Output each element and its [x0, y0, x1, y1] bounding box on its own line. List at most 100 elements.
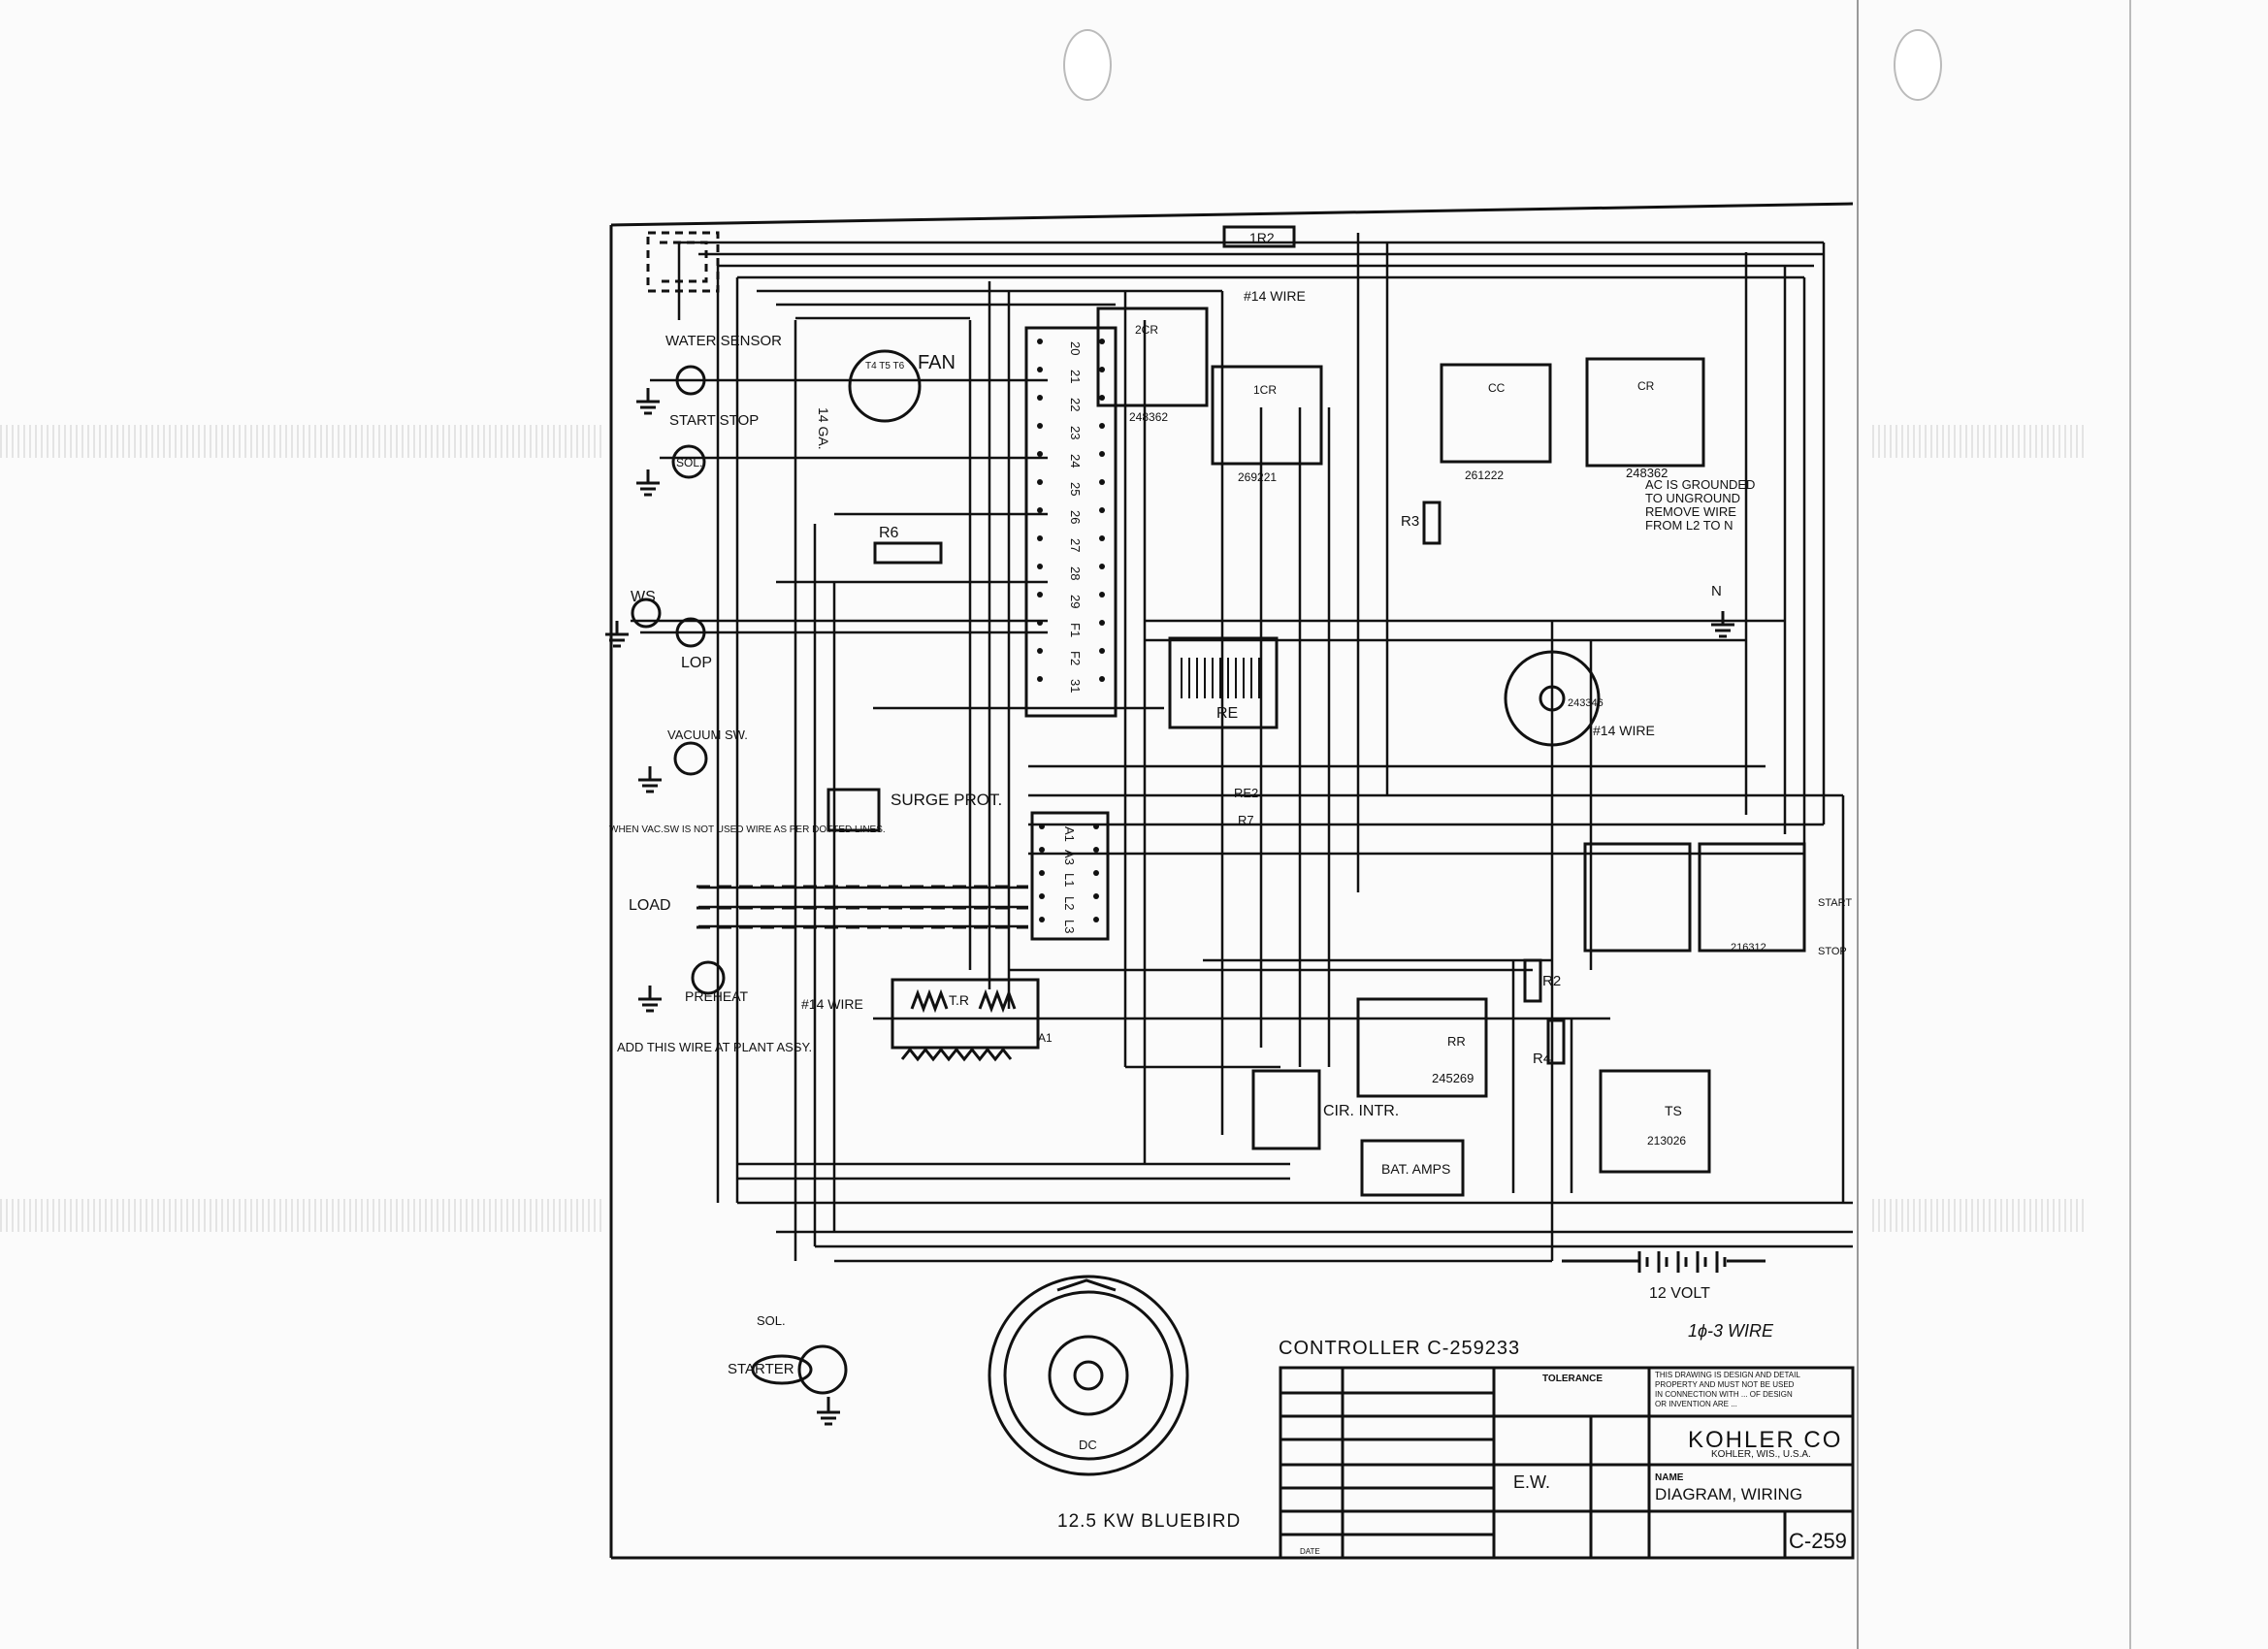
label-vac-note: WHEN VAC.SW IS NOT USED WIRE AS PER DOTT… — [609, 824, 886, 835]
label-n: N — [1711, 583, 1722, 599]
label-water-sensor: WATER SENSOR — [665, 333, 782, 349]
terminal-screw-right — [1093, 870, 1099, 876]
label-relay-1cr: 1CR — [1253, 383, 1277, 397]
notice-line3: IN CONNECTION WITH ... OF DESIGN — [1655, 1390, 1793, 1399]
terminal-22: 22 — [1068, 398, 1083, 411]
terminal-screw-right — [1099, 395, 1105, 401]
ac-note-line4: FROM L2 TO N — [1645, 518, 1733, 533]
terminal-screw-left — [1039, 824, 1045, 829]
terminal-27: 27 — [1068, 538, 1083, 552]
terminal-screw-left — [1037, 339, 1043, 344]
label-sol: SOL. — [676, 456, 702, 469]
controller-label: CONTROLLER C-259233 — [1279, 1338, 1520, 1359]
notice-line4: OR INVENTION ARE ... — [1655, 1400, 1737, 1408]
label-sol-small: SOL. — [757, 1313, 786, 1328]
notice-line1: THIS DRAWING IS DESIGN AND DETAIL — [1655, 1371, 1800, 1379]
label-part-216312: 216312 — [1731, 942, 1766, 954]
label-re2: RE2 — [1234, 786, 1258, 800]
ac-note-line1: AC IS GROUNDED — [1645, 477, 1755, 492]
scan-artifact-4 — [1872, 1199, 2086, 1232]
label-r3: R3 — [1401, 513, 1419, 530]
label-ac-note: AC IS GROUNDED TO UNGROUND REMOVE WIRE F… — [1645, 477, 1759, 533]
label-re: RE — [1216, 705, 1238, 722]
terminal-24: 24 — [1068, 454, 1083, 468]
tolerance-label: TOLERANCE — [1542, 1374, 1603, 1384]
label-surge-prot: SURGE PROT. — [891, 791, 1002, 809]
terminal-screw-left — [1039, 870, 1045, 876]
label-wire14-a: #14 WIRE — [801, 996, 863, 1012]
terminal-screw-left — [1037, 620, 1043, 626]
terminal-screw-left — [1037, 676, 1043, 682]
terminal-F1: F1 — [1068, 623, 1083, 637]
label-phase-wire: 1ϕ-3 WIRE — [1688, 1321, 1774, 1341]
label-vacuum-sw: VACUUM SW. — [667, 728, 748, 742]
terminal-screw-left — [1039, 847, 1045, 853]
label-relay-cr: CR — [1637, 379, 1655, 393]
drawing-number: C-259 — [1789, 1529, 1847, 1553]
terminal-screw-left — [1037, 592, 1043, 598]
terminal-L3: L3 — [1062, 920, 1077, 933]
terminal-screw-right — [1099, 564, 1105, 569]
terminal-screw-left — [1037, 479, 1043, 485]
terminal-screw-right — [1099, 648, 1105, 654]
terminal-screw-right — [1099, 479, 1105, 485]
label-wire14-b: #14 WIRE — [1244, 288, 1306, 304]
ac-note-line2: TO UNGROUND — [1645, 491, 1740, 505]
label-load: LOAD — [629, 897, 671, 914]
label-ts: TS — [1665, 1103, 1682, 1118]
drawing-name: DIAGRAM, WIRING — [1655, 1485, 1802, 1504]
terminal-screw-right — [1099, 367, 1105, 372]
label-r2: R2 — [1542, 973, 1561, 989]
label-bat-amps: BAT. AMPS — [1381, 1161, 1450, 1177]
terminal-screw-left — [1037, 648, 1043, 654]
label-lr2: 1R2 — [1249, 230, 1275, 245]
terminal-screw-right — [1099, 535, 1105, 541]
label-ws: WS — [631, 589, 656, 605]
label-add-wire: ADD THIS WIRE AT PLANT ASSY. — [617, 1040, 812, 1054]
ac-note-line3: REMOVE WIRE — [1645, 504, 1736, 519]
label-r7: R7 — [1238, 813, 1254, 827]
drawn-by: E.W. — [1513, 1472, 1550, 1492]
label-rr: RR — [1447, 1034, 1466, 1049]
label-ga14: 14 GA. — [816, 407, 831, 450]
label-stop: STOP — [1818, 946, 1847, 957]
label-r6: R6 — [879, 525, 899, 541]
terminal-26: 26 — [1068, 510, 1083, 524]
terminal-screw-left — [1037, 451, 1043, 457]
terminal-31: 31 — [1068, 679, 1083, 693]
terminal-23: 23 — [1068, 426, 1083, 439]
label-twelve-volt: 12 VOLT — [1649, 1285, 1710, 1302]
terminal-21: 21 — [1068, 370, 1083, 383]
terminal-F2: F2 — [1068, 651, 1083, 665]
label-part-245269: 245269 — [1432, 1071, 1474, 1085]
terminal-screw-right — [1099, 620, 1105, 626]
label-a1: A1 — [1038, 1031, 1053, 1045]
terminal-screw-right — [1099, 339, 1105, 344]
terminal-screw-left — [1037, 535, 1043, 541]
label-tr: T.R — [949, 992, 969, 1008]
scan-artifact-1 — [0, 425, 601, 458]
terminal-screw-right — [1099, 507, 1105, 513]
label-cir-intr: CIR. INTR. — [1323, 1103, 1399, 1119]
model-label: 12.5 KW BLUEBIRD — [1057, 1511, 1241, 1532]
label-part-243346: 243346 — [1568, 697, 1604, 709]
terminal-screw-right — [1093, 917, 1099, 922]
name-label: NAME — [1655, 1472, 1684, 1483]
terminal-screw-left — [1039, 893, 1045, 899]
terminal-screw-right — [1093, 893, 1099, 899]
terminal-screw-left — [1039, 917, 1045, 922]
label-part-248362a: 248362 — [1129, 410, 1168, 424]
label-part-269221: 269221 — [1238, 470, 1277, 484]
terminal-screw-right — [1099, 676, 1105, 682]
terminal-20: 20 — [1068, 341, 1083, 355]
company-name: KOHLER CO — [1688, 1427, 1842, 1453]
company-location: KOHLER, WIS., U.S.A. — [1711, 1449, 1811, 1460]
terminal-L2: L2 — [1062, 896, 1077, 910]
label-wire14-c: #14 WIRE — [1593, 723, 1655, 738]
terminal-L1: L1 — [1062, 873, 1077, 887]
label-dc: DC — [1079, 1438, 1097, 1452]
terminal-screw-right — [1093, 824, 1099, 829]
terminal-screw-left — [1037, 507, 1043, 513]
